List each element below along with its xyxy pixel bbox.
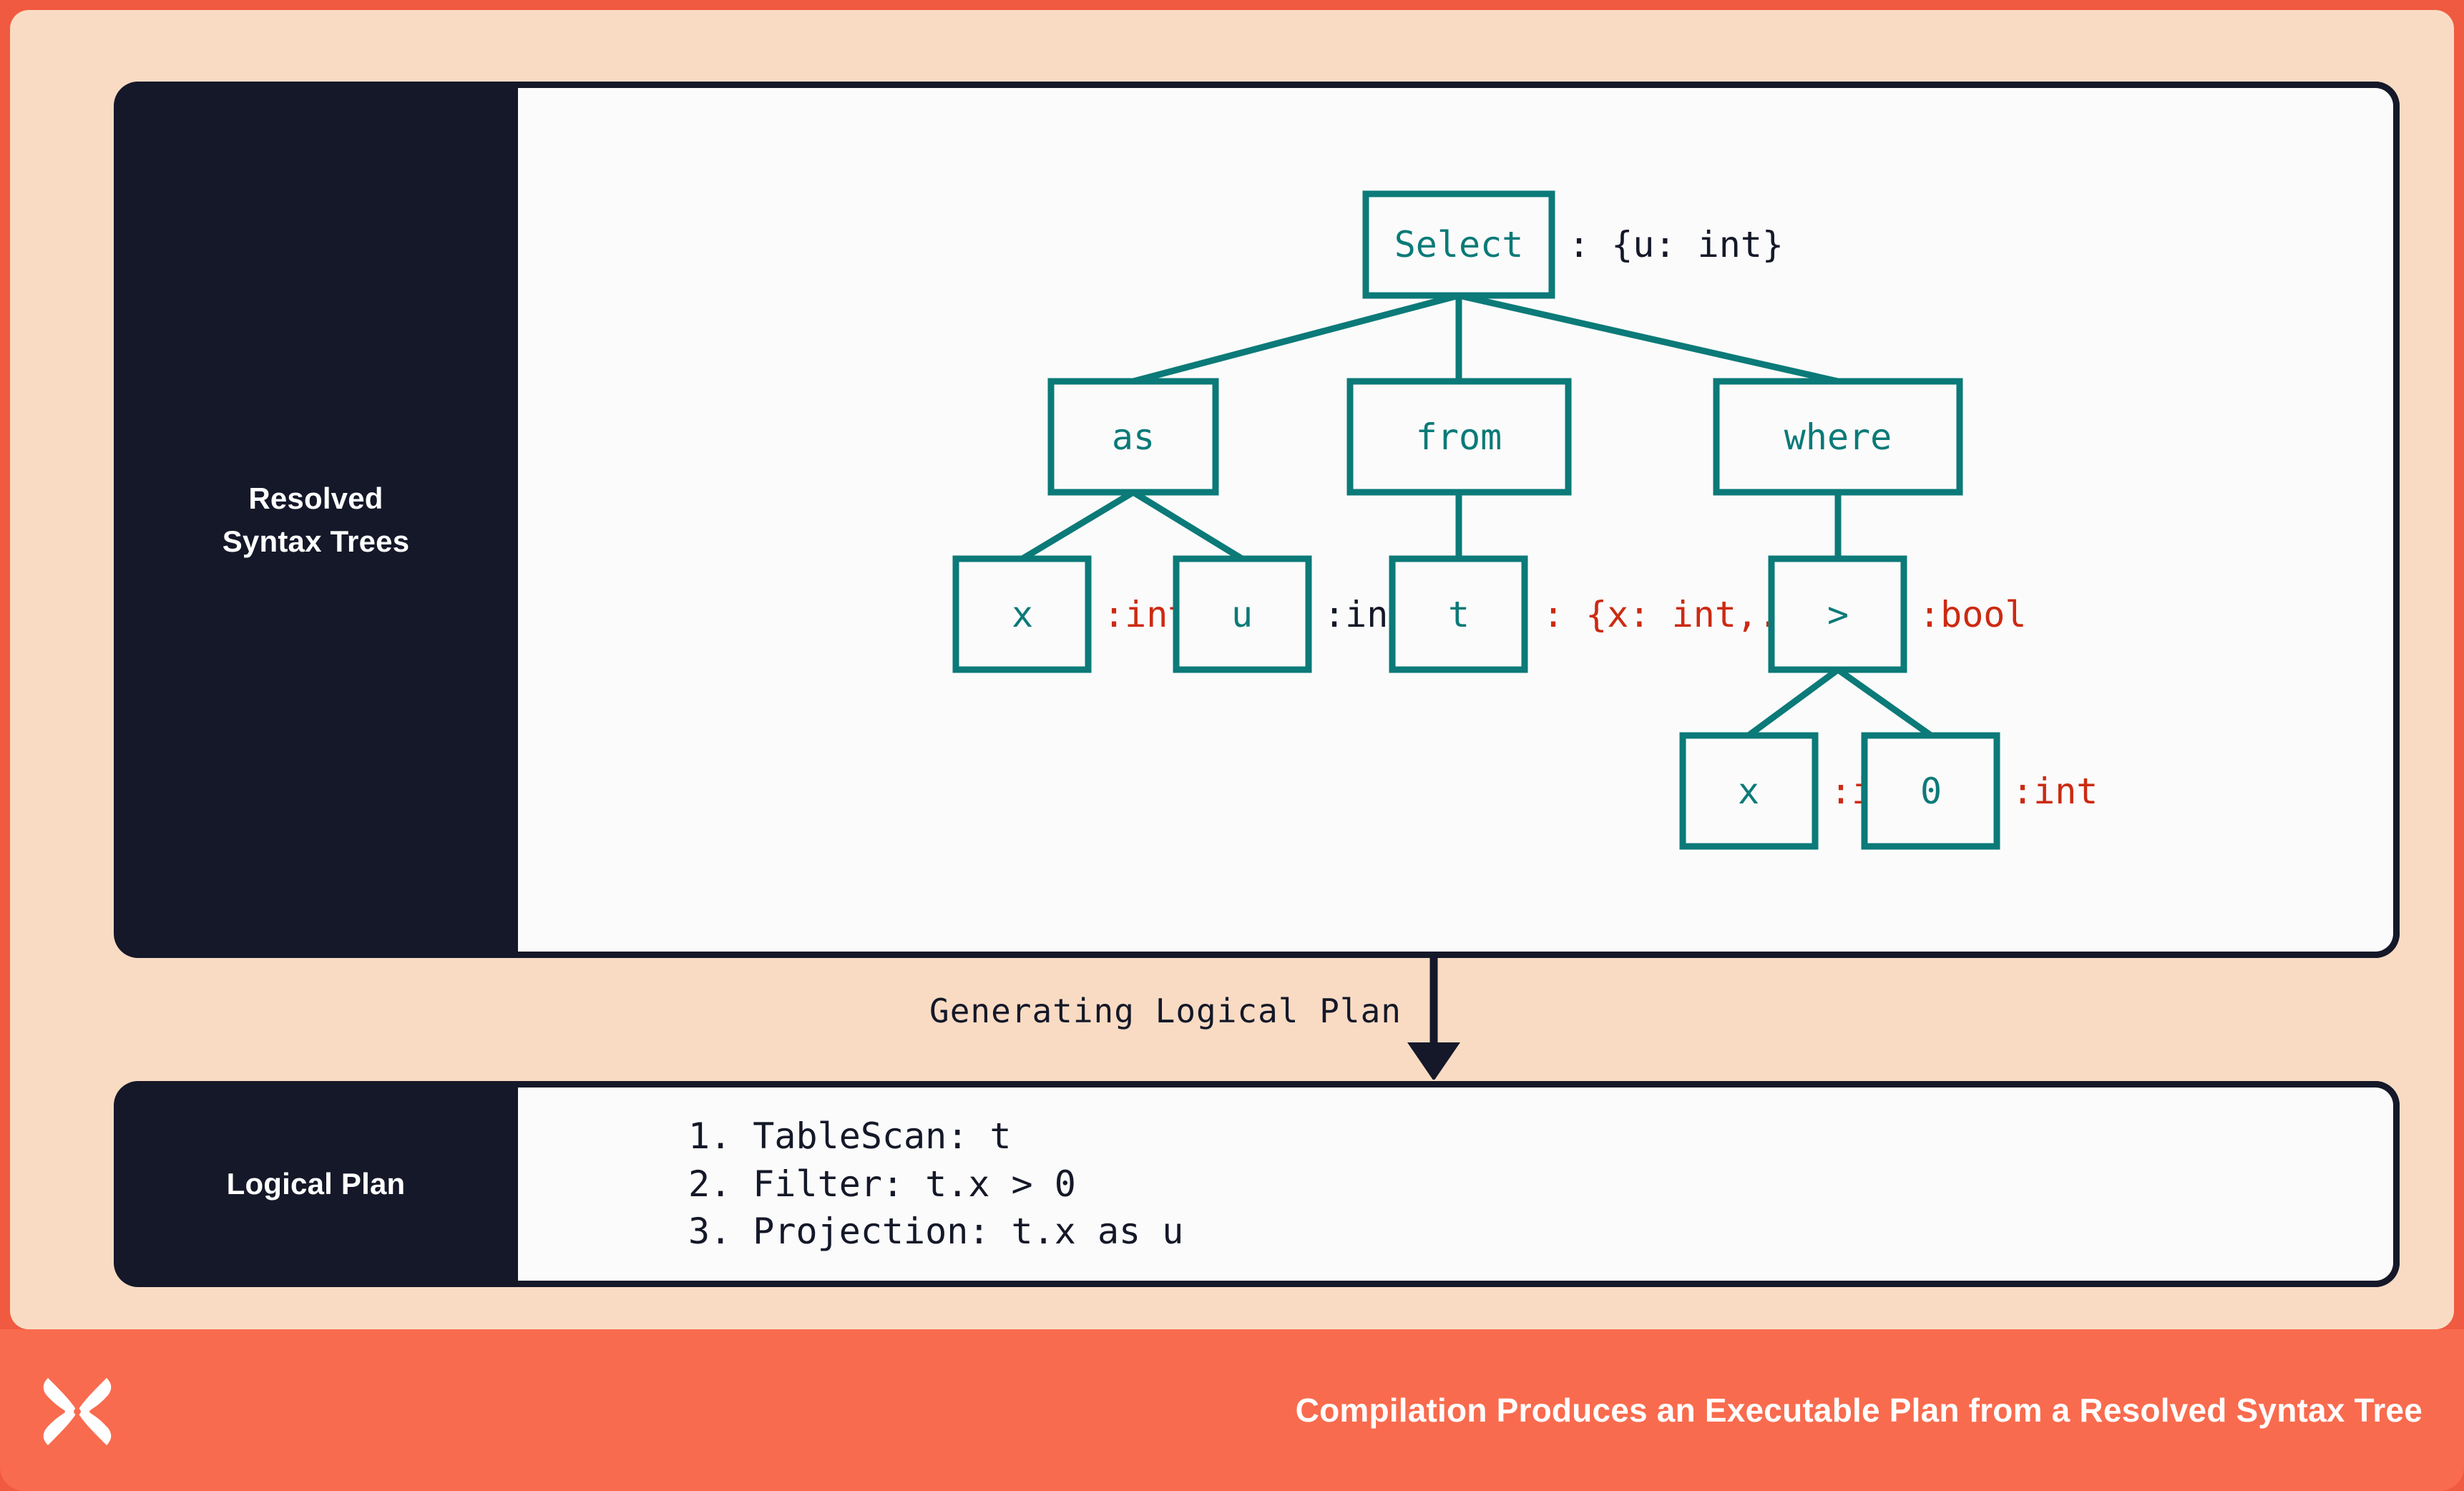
edge-gt-0 xyxy=(1836,667,1933,738)
node-label-where: where xyxy=(1784,416,1892,458)
butterfly-logo-icon xyxy=(43,1378,112,1445)
tree-edges xyxy=(1020,292,1933,738)
node-box-where xyxy=(1713,378,1963,496)
rst-label-line2: Syntax Trees xyxy=(222,524,410,558)
rst-sidebar-label: Resolved Syntax Trees xyxy=(223,477,410,562)
logical-plan-step: 3. Projection: t.x as u xyxy=(688,1211,1184,1253)
node-box-gt-x xyxy=(1679,732,1819,850)
syntax-tree-graphic: Select : {u: int} as from where xyxy=(952,190,2098,850)
node-annotation-gt: :bool xyxy=(1919,594,2027,635)
resolved-syntax-trees-panel: Resolved Syntax Trees xyxy=(114,82,2400,958)
node-box-gt xyxy=(1768,555,1907,673)
node-label-from: from xyxy=(1416,416,1502,458)
node-annotation-gt-0: :int xyxy=(2012,771,2098,812)
footer-banner: Compilation Produces an Executable Plan … xyxy=(0,1329,2464,1491)
transition-arrow-graphic xyxy=(1407,958,1460,1080)
rst-label-line1: Resolved xyxy=(248,481,383,515)
tree-node-from[interactable]: from xyxy=(1346,378,1572,496)
node-box-gt-0 xyxy=(1861,732,2000,850)
syntax-tree-canvas: Select : {u: int} as from where xyxy=(518,82,2400,958)
footer-caption: Compilation Produces an Executable Plan … xyxy=(1295,1392,2423,1429)
tree-node-where[interactable]: where xyxy=(1713,378,1963,496)
tree-node-as-u[interactable]: u :int xyxy=(1173,555,1409,673)
arrow-head xyxy=(1407,1042,1460,1080)
edge-select-where xyxy=(1458,292,1839,385)
node-label-from-t: t xyxy=(1448,594,1470,635)
edge-as-x xyxy=(1020,489,1135,562)
edge-select-as xyxy=(1132,292,1460,385)
resolved-syntax-trees-sidebar: Resolved Syntax Trees xyxy=(114,82,518,958)
node-box-as xyxy=(1047,378,1219,496)
node-box-as-u xyxy=(1173,555,1312,673)
node-annotation-select: : {u: int} xyxy=(1568,224,1784,265)
logical-plan-step: 1. TableScan: t xyxy=(688,1115,1012,1158)
node-label-as-u: u xyxy=(1231,594,1253,635)
node-label-select: Select xyxy=(1394,224,1524,265)
node-box-select xyxy=(1362,190,1555,299)
node-label-as-x: x xyxy=(1012,594,1033,635)
tree-node-as[interactable]: as xyxy=(1047,378,1219,496)
node-label-gt-x: x xyxy=(1738,771,1759,812)
transition-area: Generating Logical Plan xyxy=(114,958,2400,1080)
node-box-as-x xyxy=(952,555,1092,673)
logical-plan-step: 2. Filter: t.x > 0 xyxy=(688,1163,1076,1205)
tree-node-gt[interactable]: > :bool xyxy=(1768,555,2027,673)
logical-plan-sidebar: Logical Plan xyxy=(114,1081,518,1287)
node-label-gt: > xyxy=(1827,594,1849,635)
tree-node-gt-0[interactable]: 0 :int xyxy=(1861,732,2098,850)
node-box-from xyxy=(1346,378,1572,496)
logical-plan-sidebar-label: Logical Plan xyxy=(226,1167,406,1201)
logical-plan-steps-list: 1. TableScan: t 2. Filter: t.x > 0 3. Pr… xyxy=(518,1081,2400,1287)
node-label-gt-0: 0 xyxy=(1920,771,1942,812)
transition-label: Generating Logical Plan xyxy=(929,992,1402,1030)
node-label-as: as xyxy=(1112,416,1155,458)
tree-node-select[interactable]: Select : {u: int} xyxy=(1362,190,1784,299)
edge-as-u xyxy=(1131,489,1244,562)
edge-gt-x xyxy=(1746,667,1840,738)
tree-node-as-x[interactable]: x :int xyxy=(952,555,1189,673)
node-box-from-t xyxy=(1389,555,1528,673)
logical-plan-panel: Logical Plan 1. TableScan: t 2. Filter: … xyxy=(114,1081,2400,1287)
peach-canvas: Resolved Syntax Trees xyxy=(10,10,2454,1329)
